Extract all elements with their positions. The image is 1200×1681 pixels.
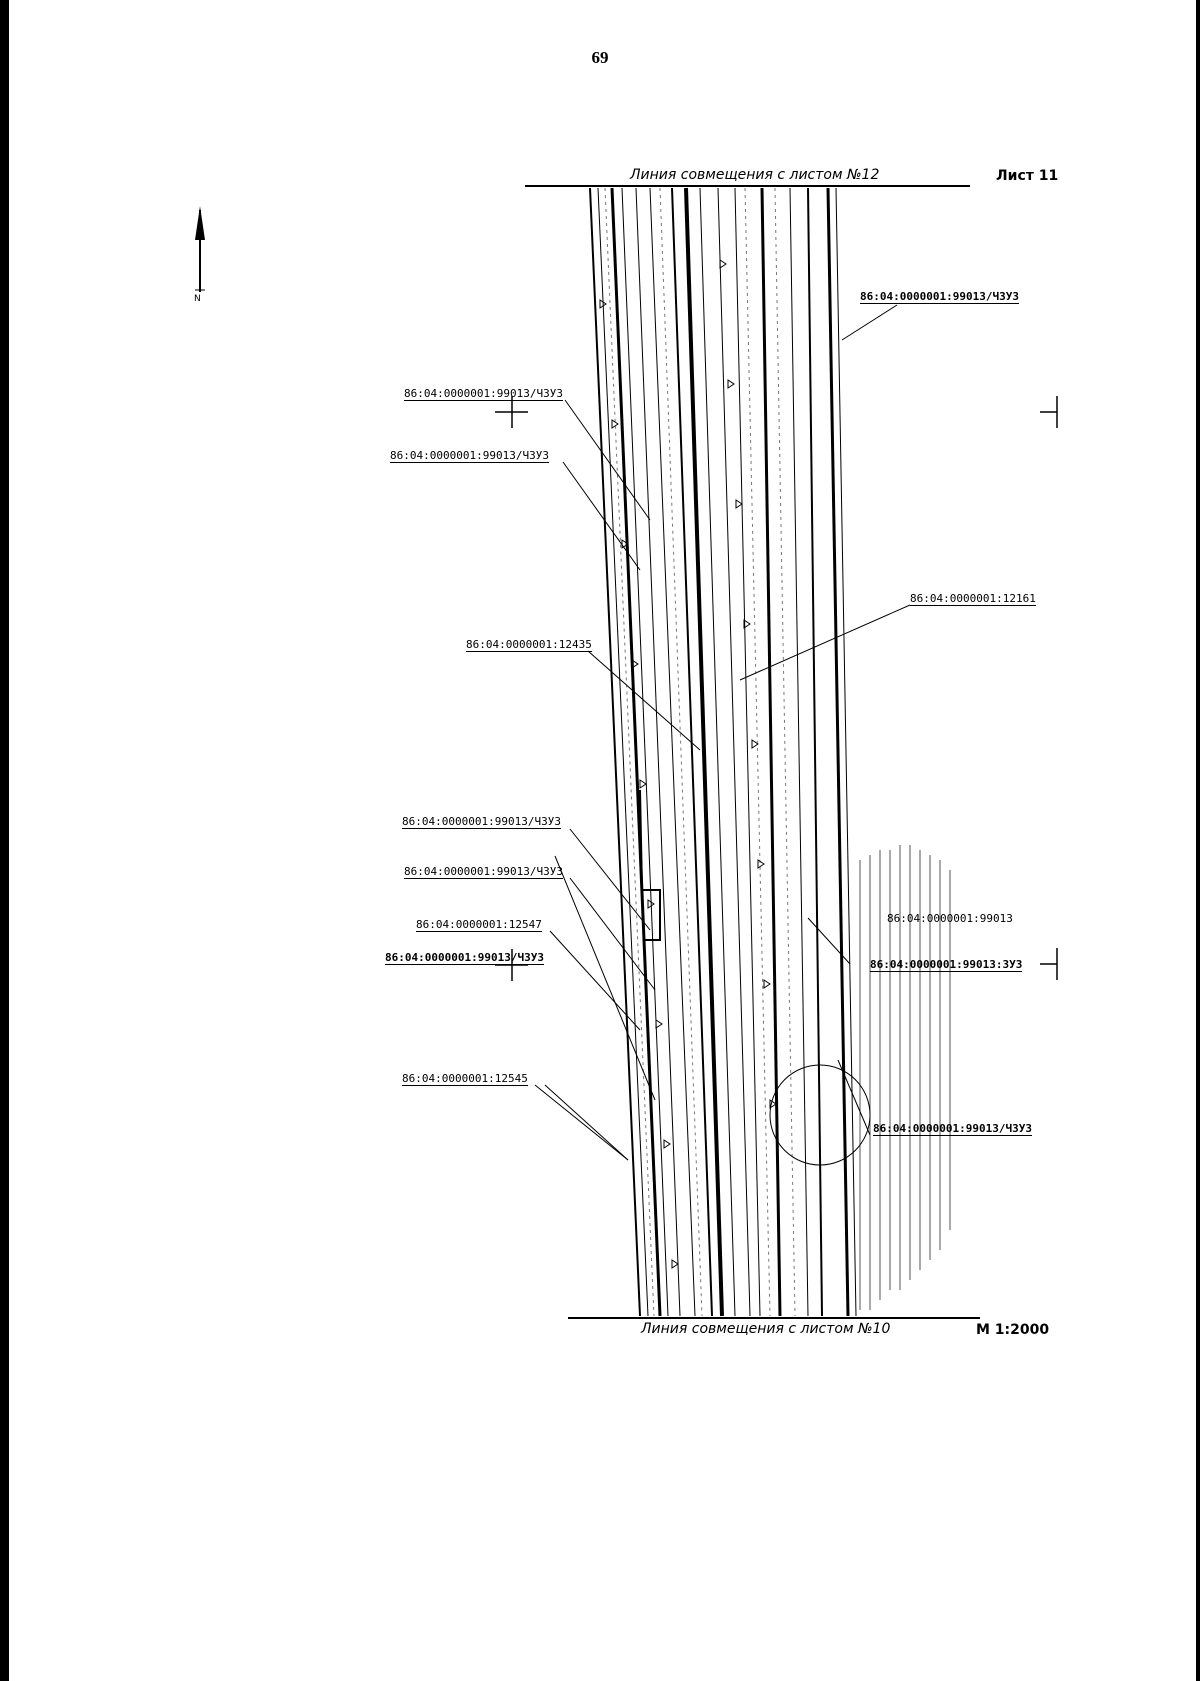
corridor-lines <box>589 187 857 1317</box>
map-scale: М 1:2000 <box>976 1322 1050 1338</box>
parcel-label: 86:04:0000001:99013 <box>887 912 1013 925</box>
parcel-label: 86:04:0000001:12545 <box>402 1072 528 1086</box>
grid-crosses <box>495 396 1058 981</box>
parcel-label: 86:04:0000001:12435 <box>466 638 592 652</box>
parcel-label: 86:04:0000001:12547 <box>416 918 542 932</box>
parcel-label: 86:04:0000001:12161 <box>910 592 1036 606</box>
parcel-label: 86:04:0000001:99013/ЧЗУЗ <box>390 449 549 463</box>
circle-feature <box>769 1064 871 1166</box>
parcel-label: 86:04:0000001:99013/ЧЗУЗ <box>385 951 544 965</box>
line-markers <box>599 259 777 1269</box>
scan-left-edge <box>0 0 9 1681</box>
scan-right-edge <box>1196 0 1200 1681</box>
hatched-area <box>859 845 951 1310</box>
parcel-label: 86:04:0000001:99013/ЧЗУЗ <box>404 387 563 401</box>
parcel-label: 86:04:0000001:99013/ЧЗУЗ <box>404 865 563 879</box>
parcel-label: 86:04:0000001:99013/ЧЗУЗ <box>860 290 1019 304</box>
sheet-number: Лист 11 <box>996 168 1059 184</box>
parcel-label: 86:04:0000001:99013/ЧЗУЗ <box>873 1122 1032 1136</box>
leader-lines <box>534 304 911 1161</box>
bottom-match-line-caption: Линия совмещения с листом №10 <box>641 1321 891 1337</box>
top-match-line-caption: Линия совмещения с листом №12 <box>630 167 880 183</box>
page-number: 69 <box>591 48 609 67</box>
parcel-label: 86:04:0000001:99013:ЗУЗ <box>870 958 1023 972</box>
north-arrow-icon <box>195 206 205 292</box>
parcel-label: 86:04:0000001:99013/ЧЗУЗ <box>402 815 561 829</box>
north-letter: N <box>194 294 201 304</box>
